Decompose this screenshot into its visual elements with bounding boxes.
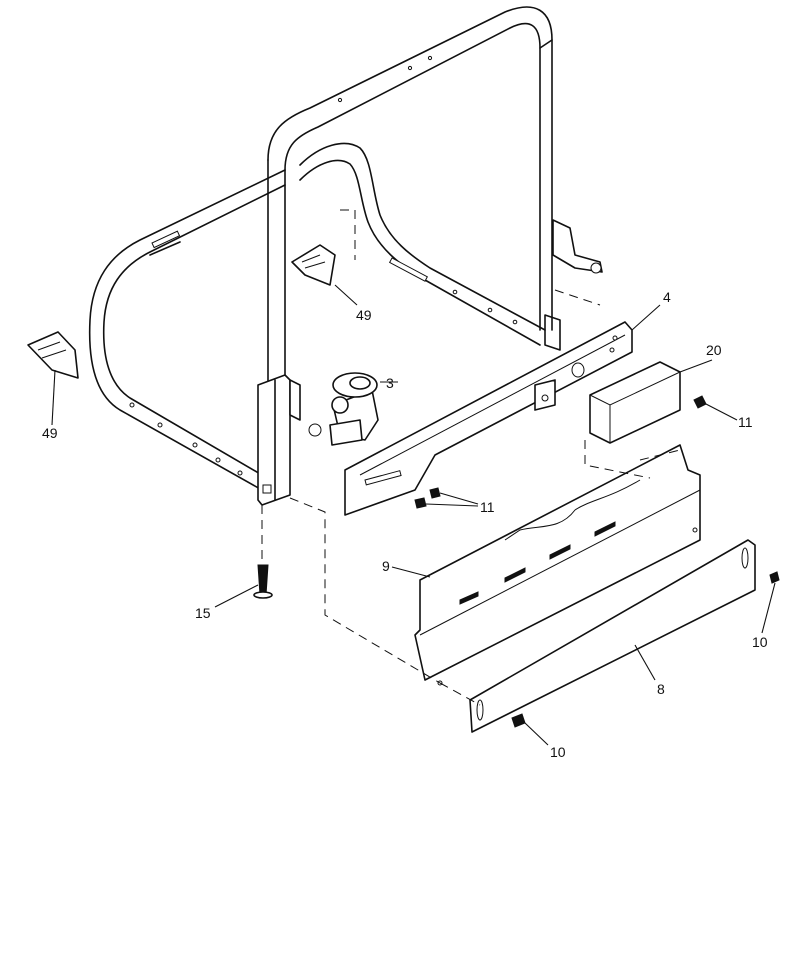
screws [253, 395, 780, 728]
callout-11-center: 11 [480, 499, 495, 515]
callout-10-bottom: 10 [550, 744, 566, 760]
callout-9: 9 [382, 558, 390, 574]
inner-panel-part-9 [414, 444, 701, 681]
mounting-rail-part-4 [344, 321, 633, 516]
callout-8: 8 [657, 681, 665, 697]
rear-hinge-bracket [544, 219, 603, 351]
callout-3: 3 [386, 375, 394, 391]
kick-plate-part-8 [437, 539, 756, 733]
assembly-lines [261, 209, 681, 706]
callouts: 4 20 3 11 11 49 49 9 15 10 8 10 [42, 289, 768, 760]
inner-frame [299, 142, 546, 346]
callout-20: 20 [706, 342, 722, 358]
leveling-foot-part-49-rear [291, 244, 336, 286]
block-part-20 [589, 361, 681, 444]
callout-4: 4 [663, 289, 671, 305]
water-valve-part-3 [308, 372, 379, 446]
base-frame [88, 169, 286, 491]
callout-49-rear: 49 [356, 307, 372, 323]
rear-frame [267, 6, 553, 391]
callout-15: 15 [195, 605, 211, 621]
leader-lines [51, 284, 776, 746]
front-post [257, 374, 301, 506]
leveling-foot-part-49-front [27, 331, 79, 379]
callout-11-right: 11 [738, 414, 753, 430]
callout-49-front: 49 [42, 425, 58, 441]
callout-10-right: 10 [752, 634, 768, 650]
